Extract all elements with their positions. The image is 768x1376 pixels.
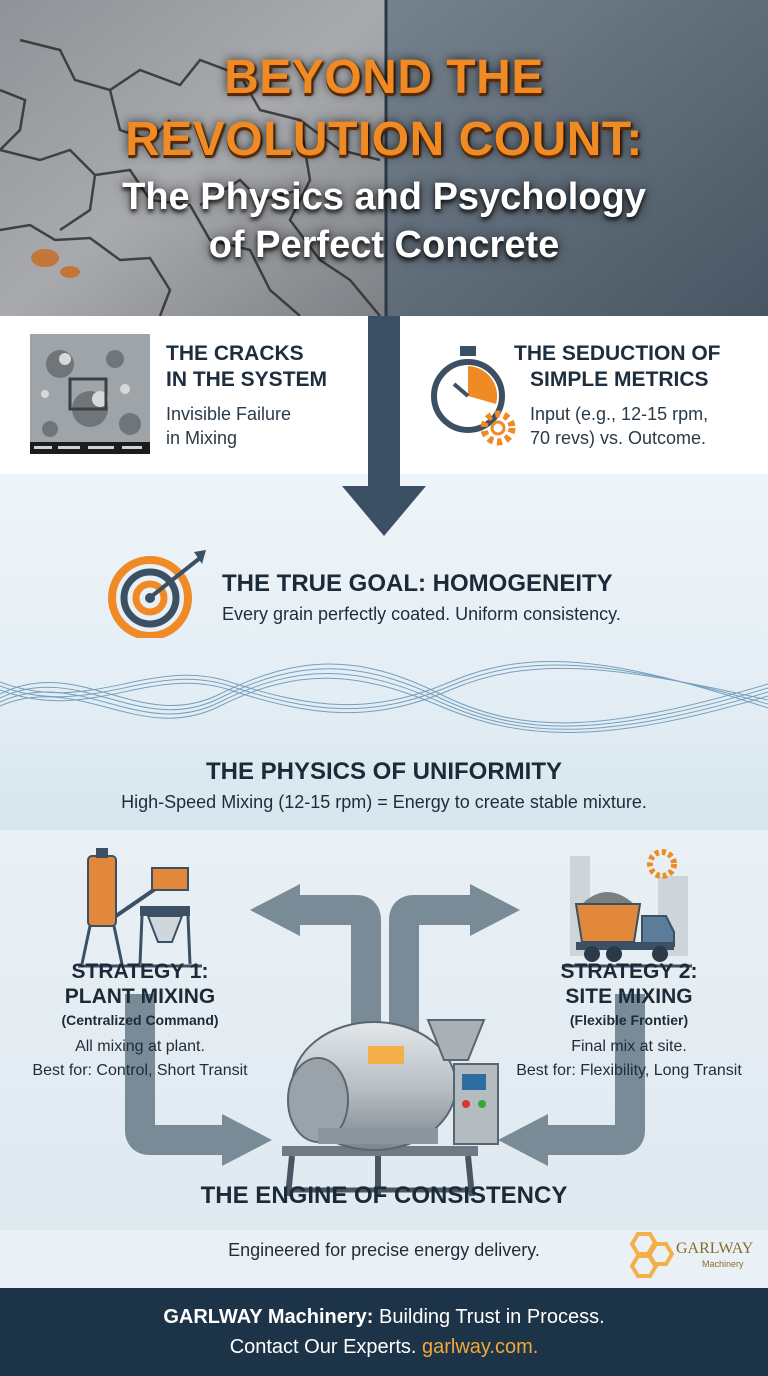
cracks-text-1: Invisible Failure (166, 404, 292, 424)
flow-arrows (125, 884, 645, 1166)
metrics-title-2: SIMPLE METRICS (530, 368, 709, 391)
footer-website-link[interactable]: garlway.com. (421, 1336, 539, 1358)
concrete-mixer-icon (282, 1019, 499, 1197)
subtitle-line-2: of Perfect Concrete (208, 224, 560, 266)
footer-brand: GARLWAY Machinery: (163, 1306, 374, 1328)
wave-lines-graphic (0, 661, 768, 733)
strategy1-title-1: STRATEGY 1: (71, 960, 209, 983)
metrics-title-1: THE SEDUCTION OF (514, 342, 721, 365)
title-line-1: BEYOND THE (224, 51, 544, 104)
cracks-text-2: in Mixing (166, 428, 238, 448)
cracks-title-1: THE CRACKS (166, 342, 304, 365)
down-arrow-head (342, 474, 426, 536)
footer-line-2: Contact Our Experts. garlway.com. (0, 1336, 768, 1359)
footer-bar: GARLWAY Machinery: Building Trust in Pro… (0, 1288, 768, 1376)
strategy1-text-1: All mixing at plant. (75, 1038, 205, 1055)
dump-truck-icon (562, 849, 692, 968)
strategy2-title-2: SITE MIXING (565, 985, 693, 1008)
strategy1-subtitle: (Centralized Command) (61, 1012, 219, 1028)
metrics-text-1: Input (e.g., 12-15 rpm, (530, 404, 709, 424)
strategy2-text-1: Final mix at site. (571, 1038, 687, 1055)
batching-plant-icon (78, 848, 202, 968)
metrics-text-2: 70 revs) vs. Outcome. (530, 428, 707, 448)
strategy1-text-2: Best for: Control, Short Transit (32, 1062, 248, 1079)
physics-text: High-Speed Mixing (12-15 rpm) = Energy t… (121, 792, 647, 812)
physics-title: THE PHYSICS OF UNIFORMITY (205, 758, 562, 785)
hexagon-logo-icon (629, 1232, 674, 1278)
footer-line-1: GARLWAY Machinery: Building Trust in Pro… (0, 1306, 768, 1329)
garlway-logo: GARLWAY Machinery (624, 1228, 764, 1284)
cracks-title-2: IN THE SYSTEM (166, 368, 328, 391)
target-icon (108, 550, 206, 638)
microscope-image (30, 334, 150, 454)
engine-title: THE ENGINE OF CONSISTENCY (200, 1182, 568, 1209)
footer-contact: Contact Our Experts. (229, 1336, 422, 1358)
subtitle-line-1: The Physics and Psychology (122, 176, 646, 218)
footer-tagline: Building Trust in Process. (373, 1306, 605, 1328)
intro-panel: THE CRACKS IN THE SYSTEM Invisible Failu… (0, 316, 768, 528)
strategy2-subtitle: (Flexible Frontier) (569, 1012, 689, 1028)
strategy2-title-1: STRATEGY 2: (560, 960, 698, 983)
logo-tagline: Machinery (702, 1259, 744, 1269)
goal-text: Every grain perfectly coated. Uniform co… (222, 604, 621, 624)
title-line-2: REVOLUTION COUNT: (125, 113, 643, 166)
goal-title: THE TRUE GOAL: HOMOGENEITY (222, 570, 613, 597)
engine-text: Engineered for precise energy delivery. (228, 1240, 540, 1260)
strategies-section: STRATEGY 1: PLANT MIXING (Centralized Co… (0, 830, 768, 1230)
stopwatch-gear-icon (431, 346, 516, 446)
hero-banner: BEYOND THE REVOLUTION COUNT: The Physics… (0, 0, 768, 316)
strategy1-title-2: PLANT MIXING (64, 985, 216, 1008)
strategy2-text-2: Best for: Flexibility, Long Transit (516, 1062, 742, 1079)
logo-name: GARLWAY (676, 1240, 754, 1257)
goal-physics-section: THE TRUE GOAL: HOMOGENEITY Every grain p… (0, 474, 768, 830)
cracked-concrete-background (0, 0, 768, 316)
